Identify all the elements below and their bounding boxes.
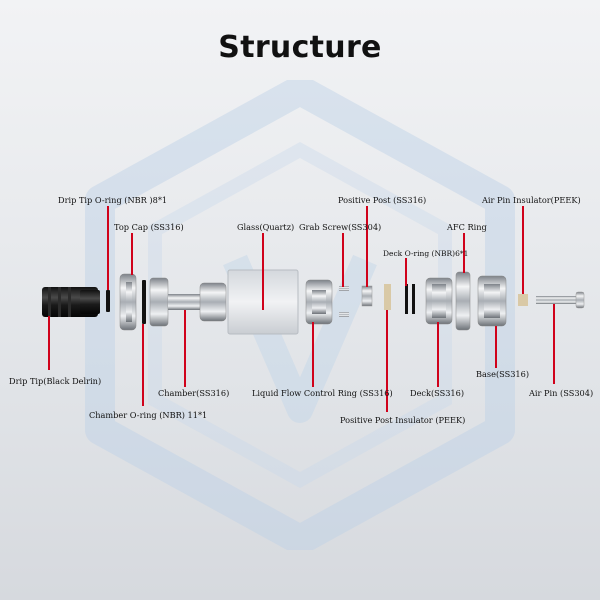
air-pin-insulator-part <box>518 294 528 306</box>
deck-part <box>425 277 453 325</box>
grab-screw-part-2 <box>339 312 349 317</box>
pointer-afc-ring <box>463 233 465 273</box>
afc-ring-part <box>455 271 471 331</box>
pointer-chamber-oring <box>142 324 144 406</box>
label-afc-ring: AFC Ring <box>447 222 487 232</box>
pointer-deck <box>437 322 439 387</box>
pointer-positive-post-insulator <box>386 310 388 412</box>
pointer-drip-tip <box>48 316 50 370</box>
pointer-drip-tip-oring <box>107 206 109 290</box>
drip-tip-part <box>42 287 100 317</box>
positive-post-insulator-part <box>384 284 391 310</box>
label-glass: Glass(Quartz) <box>237 222 295 232</box>
deck-oring-part <box>405 284 408 314</box>
label-top-cap: Top Cap (SS316) <box>114 222 184 232</box>
top-cap-part <box>119 273 137 331</box>
liquid-flow-control-ring-part <box>305 279 333 325</box>
base-part <box>477 275 507 327</box>
chamber-oring-part <box>142 280 146 324</box>
label-air-pin-insulator: Air Pin Insulator(PEEK) <box>482 195 581 205</box>
label-positive-post: Positive Post (SS316) <box>338 195 427 205</box>
pointer-grab-screw <box>342 233 344 287</box>
pointer-liquid-flow <box>312 322 314 387</box>
pointer-air-pin-insulator <box>522 206 524 294</box>
label-base: Base(SS316) <box>476 369 530 379</box>
label-liquid-flow: Liquid Flow Control Ring (SS316) <box>252 388 393 398</box>
chamber-part <box>149 277 227 327</box>
label-drip-tip: Drip Tip(Black Delrin) <box>9 376 102 386</box>
pointer-air-pin <box>553 304 555 384</box>
label-grab-screw: Grab Screw(SS304) <box>299 222 382 232</box>
pointer-glass <box>262 233 264 310</box>
pointer-base <box>495 326 497 368</box>
air-pin-part <box>536 291 585 309</box>
pointer-chamber <box>184 310 186 387</box>
label-drip-tip-oring: Drip Tip O-ring (NBR )8*1 <box>58 195 168 205</box>
label-positive-post-insulator: Positive Post Insulator (PEEK) <box>340 415 466 425</box>
label-deck: Deck(SS316) <box>410 388 465 398</box>
drip-tip-oring-part <box>106 290 110 312</box>
pointer-deck-oring <box>405 258 407 286</box>
pointer-positive-post <box>366 206 368 287</box>
positive-post-part <box>361 285 373 307</box>
pointer-top-cap <box>131 233 133 275</box>
deck-oring-part-2 <box>412 284 415 314</box>
page-title: Structure <box>218 30 382 65</box>
label-chamber-oring: Chamber O-ring (NBR) 11*1 <box>89 410 208 420</box>
grab-screw-part <box>339 286 349 291</box>
label-chamber: Chamber(SS316) <box>158 388 230 398</box>
label-air-pin: Air Pin (SS304) <box>529 388 594 398</box>
label-deck-oring: Deck O-ring (NBR)6*1 <box>383 249 469 258</box>
